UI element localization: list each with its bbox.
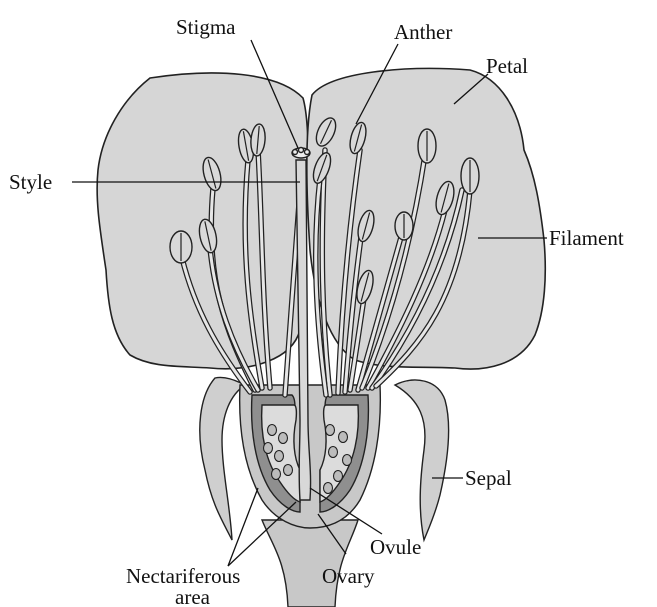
right-sepal — [395, 380, 449, 540]
anther — [461, 158, 479, 194]
ovule — [329, 447, 338, 458]
stigma-lobe — [299, 148, 304, 153]
label-filament: Filament — [549, 226, 624, 250]
ovule — [334, 471, 343, 482]
left-sepal — [200, 377, 245, 540]
leader-nectariferous-left — [228, 488, 258, 566]
label-nectariferous-line2: area — [175, 585, 211, 607]
ovule — [326, 425, 335, 436]
ovule — [275, 451, 284, 462]
anther — [170, 231, 192, 263]
ovule — [268, 425, 277, 436]
ovule — [272, 469, 281, 480]
label-ovule: Ovule — [370, 535, 421, 559]
label-stigma: Stigma — [176, 15, 236, 39]
anther — [418, 129, 436, 163]
ovule — [324, 483, 333, 494]
label-anther: Anther — [394, 20, 452, 44]
ovule — [264, 443, 273, 454]
label-sepal: Sepal — [465, 466, 512, 490]
label-petal: Petal — [486, 54, 528, 78]
label-style: Style — [9, 170, 52, 194]
anther — [395, 212, 413, 240]
label-ovary: Ovary — [322, 564, 375, 588]
ovule — [343, 455, 352, 466]
ovule — [279, 433, 288, 444]
ovule — [284, 465, 293, 476]
stigma-lobe — [305, 150, 310, 155]
stigma-lobe — [293, 150, 298, 155]
ovule — [339, 432, 348, 443]
